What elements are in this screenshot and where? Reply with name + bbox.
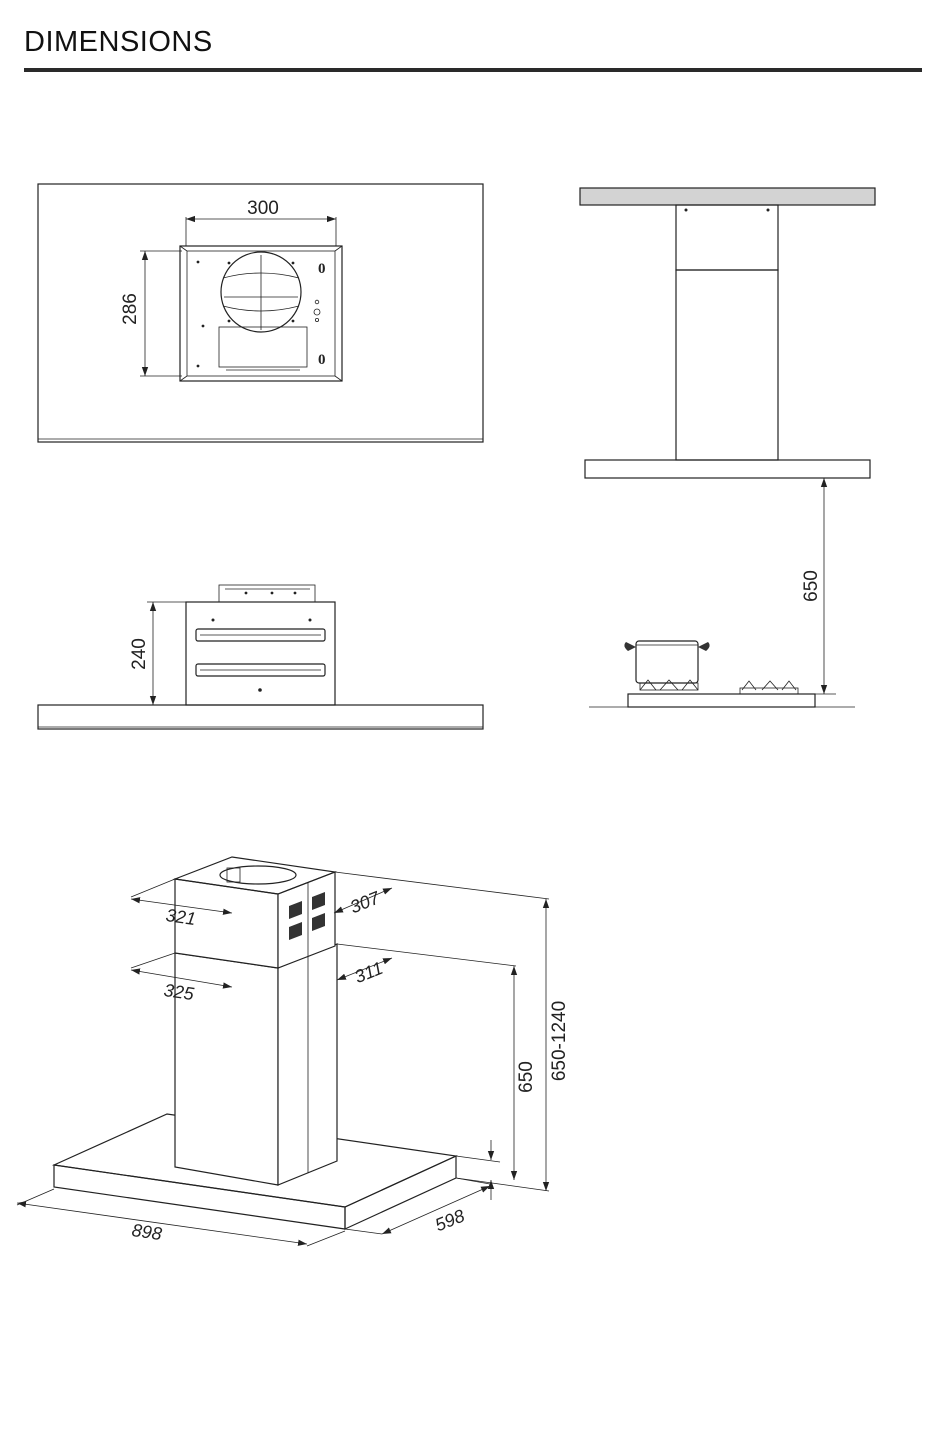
installed-view: 650 [580,188,875,707]
dim-iso-hood-depth: 598 [432,1206,467,1236]
hob [628,694,815,707]
burner-left [640,680,698,690]
cooking-pot [624,641,709,683]
mounting-plate: 0 0 [180,246,342,381]
side-canopy [38,705,483,729]
ceiling [580,188,875,205]
lower-chimney [676,270,778,460]
motor-box [219,327,307,367]
burner-right [740,681,798,694]
side-mount-bracket [219,585,315,602]
dim-iso-hood-width: 898 [131,1220,164,1244]
top-view: 0 0 300 286 [38,184,483,442]
dim-iso-lower-width: 325 [163,980,197,1004]
iso-lower-chimney [175,944,337,1185]
top-view-frame [38,184,483,442]
upper-chimney [676,205,778,270]
dim-top-width: 300 [247,198,279,219]
iso-upper-chimney [175,857,335,968]
dim-top-depth: 286 [120,293,141,325]
side-view: 240 [38,585,483,729]
dim-side-height: 240 [129,638,150,670]
dim-iso-upper-depth: 307 [347,887,383,917]
dim-hood-height: 650 [801,570,822,602]
dim-iso-total-height: 650-1240 [549,1001,570,1081]
hood-canopy [585,460,870,478]
dim-iso-chimney-height: 650 [516,1061,537,1093]
slot-mark-upper: 0 [318,261,326,277]
dim-iso-upper-width: 321 [165,905,198,929]
iso-duct-opening [220,866,296,884]
isometric-view: 321 307 325 311 650 650-1240 898 598 [17,857,570,1246]
slot-mark-lower: 0 [318,352,326,368]
